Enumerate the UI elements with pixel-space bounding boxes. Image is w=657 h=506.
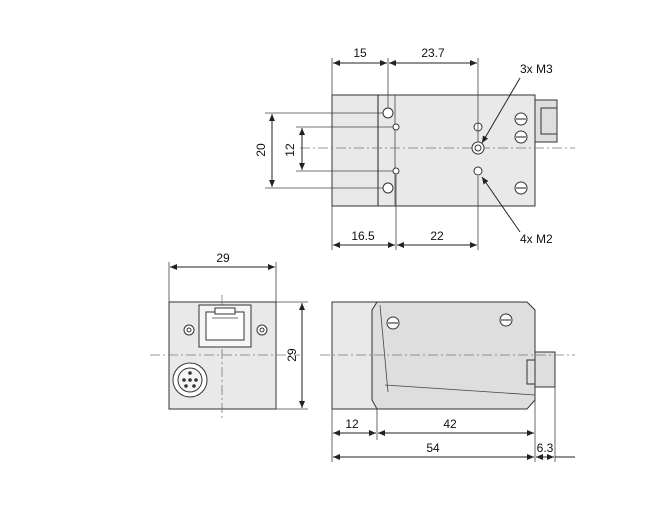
dim-top-bottom-left: 16.5 xyxy=(351,229,375,243)
rear-view: 29 29 xyxy=(150,251,308,420)
round-connector-icon xyxy=(172,362,208,398)
dim-top-width-right: 23.7 xyxy=(421,46,445,60)
dim-side-body: 42 xyxy=(443,417,457,431)
dim-side-connector: 6.3 xyxy=(537,441,554,455)
dim-top-height-inner: 12 xyxy=(283,143,297,157)
dim-side-total: 54 xyxy=(426,441,440,455)
top-view-body xyxy=(331,94,536,207)
screw-icon xyxy=(514,112,528,195)
side-view-front-block xyxy=(331,301,378,410)
m2-hole xyxy=(392,123,400,131)
dim-top-height-outer: 20 xyxy=(254,143,268,157)
m3-hole xyxy=(382,182,394,194)
side-view-connector xyxy=(534,351,556,388)
ethernet-port-icon xyxy=(198,304,252,348)
leader-line xyxy=(481,77,521,144)
dim-side-front: 12 xyxy=(345,417,359,431)
side-view: 12 42 54 6.3 xyxy=(320,301,575,462)
callout-m3: 3x M3 xyxy=(520,62,553,76)
dim-front-width: 29 xyxy=(216,251,230,265)
side-view-body xyxy=(371,301,536,410)
dim-top-bottom-right: 22 xyxy=(430,229,444,243)
m3-hole xyxy=(382,107,394,119)
callout-m2: 4x M2 xyxy=(520,232,553,246)
m2-hole xyxy=(473,166,483,176)
dim-top-width-left: 15 xyxy=(353,46,367,60)
dim-front-height: 29 xyxy=(285,348,299,362)
screw-icon xyxy=(386,313,513,330)
leader-line xyxy=(481,176,521,233)
top-view: 15 23.7 20 12 16.5 22 3x M3 4x M2 xyxy=(254,46,575,250)
m2-hole xyxy=(392,167,400,175)
